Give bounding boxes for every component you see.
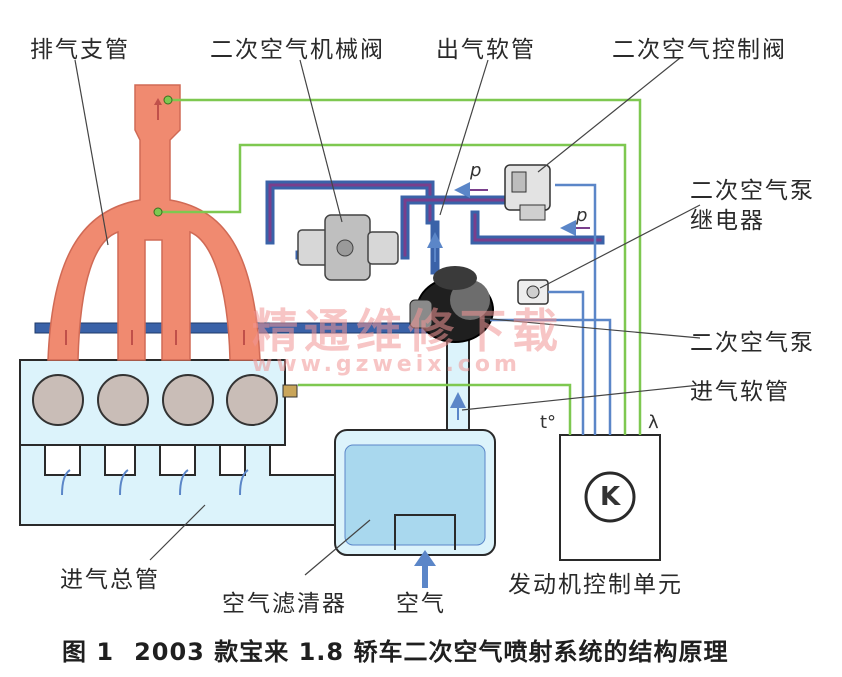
label-pump-relay-line: 二次空气泵	[690, 178, 815, 204]
watermark-cn: 精通维修下载	[252, 304, 564, 358]
engine-block	[19, 359, 298, 446]
leader-lines	[74, 57, 701, 576]
pressure-symbol-1: p	[470, 160, 482, 181]
intake-manifold-shape	[19, 439, 341, 526]
label-exhaust-manifold: 排气支管	[30, 37, 130, 63]
label-pump-relay: 二次空气泵继电器	[690, 176, 815, 236]
label-outlet-hose: 出气软管	[436, 37, 536, 63]
label-air-filter: 空气滤清器	[222, 591, 347, 617]
figure-caption: 图 1 2003 款宝来 1.8 轿车二次空气喷射系统的结构原理	[62, 632, 748, 667]
exhaust-manifold-shape	[47, 84, 261, 361]
label-ecu: 发动机控制单元	[508, 572, 683, 598]
control-valve-shape	[504, 164, 551, 221]
label-mechanical-valve: 二次空气机械阀	[210, 37, 385, 63]
label-pump-relay-line: 继电器	[690, 208, 765, 234]
lambda-symbol: λ	[648, 412, 659, 433]
ecu-k-symbol: K	[600, 482, 621, 512]
label-intake-manifold: 进气总管	[60, 567, 160, 593]
figure-number: 图 1	[62, 638, 115, 666]
mechanical-valve-shape	[297, 214, 399, 281]
label-air-pump: 二次空气泵	[690, 330, 815, 356]
label-pump-relay-text: 二次空气泵继电器	[690, 176, 815, 236]
air-pump-shape	[409, 266, 494, 343]
temperature-symbol: t°	[540, 412, 557, 433]
label-control-valve: 二次空气控制阀	[612, 37, 787, 63]
label-intake-hose: 进气软管	[690, 379, 790, 405]
label-air: 空气	[396, 591, 446, 617]
ecu-box	[559, 434, 661, 561]
signal-node-top	[163, 95, 173, 105]
figure-caption-text: 2003 款宝来 1.8 轿车二次空气喷射系统的结构原理	[134, 638, 729, 666]
signal-node-mid	[153, 207, 163, 217]
signal-lines-green	[158, 98, 642, 435]
pressure-symbol-2: p	[576, 205, 588, 226]
signal-lines-blue	[490, 183, 612, 435]
watermark-url: www.gzweix.com	[252, 352, 521, 377]
air-filter-shape	[334, 429, 496, 588]
